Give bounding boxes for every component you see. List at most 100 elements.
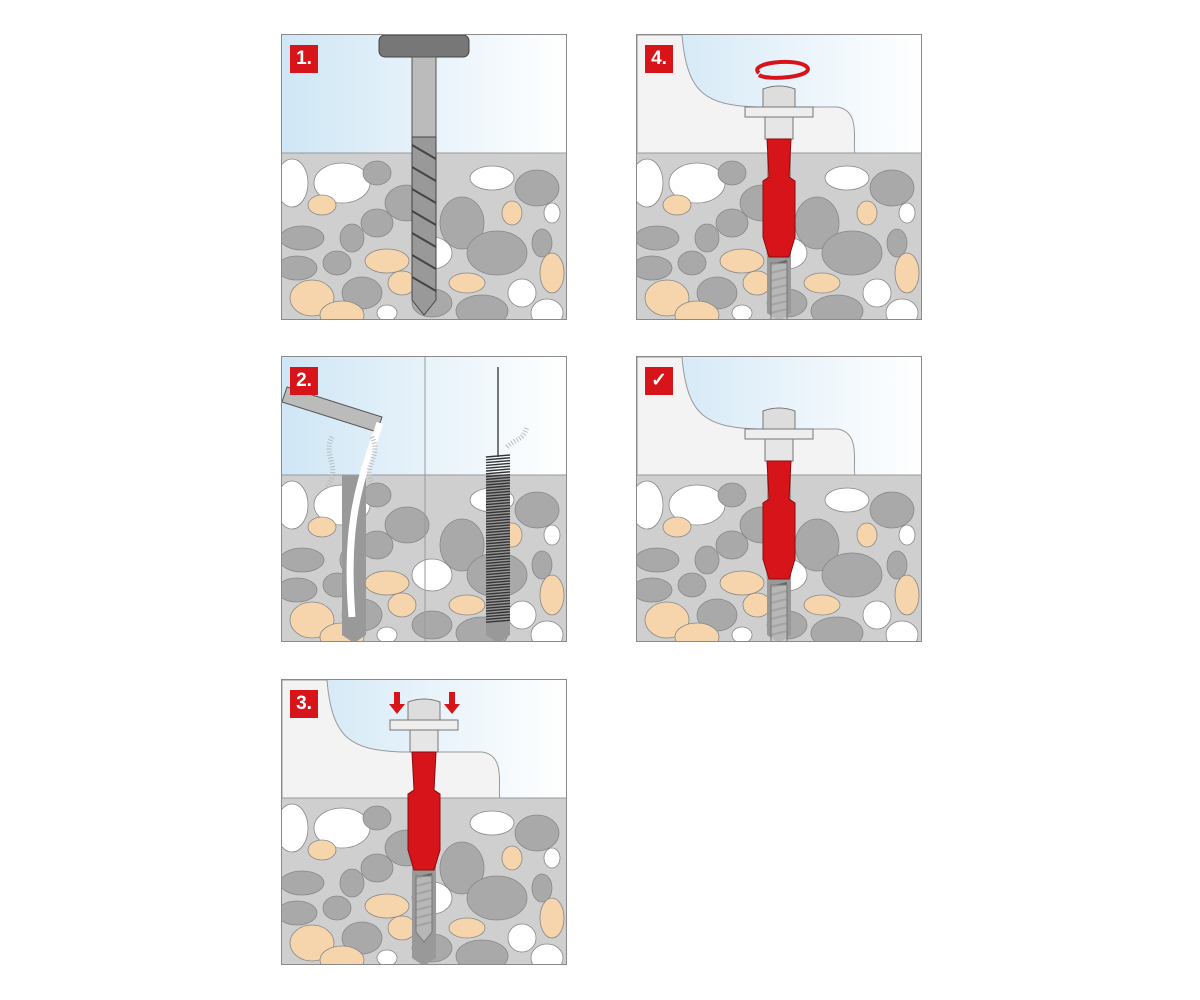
stone	[898, 202, 916, 224]
brush-bristle	[485, 594, 511, 598]
stone	[637, 225, 680, 251]
brush-bristle	[485, 571, 511, 576]
brush-bristle	[485, 504, 511, 509]
stone	[886, 550, 908, 580]
stone	[289, 924, 335, 962]
brush-bristle	[485, 555, 511, 559]
stone	[289, 601, 335, 639]
screw-shank	[409, 729, 439, 753]
stone	[824, 165, 870, 191]
brush-bristle	[485, 487, 511, 492]
brush-bristle	[485, 510, 511, 514]
stone	[530, 620, 564, 641]
stone	[282, 547, 325, 573]
brush-bristle	[485, 471, 511, 475]
stone	[894, 252, 920, 294]
checkmark-badge: ✓	[645, 367, 673, 395]
brush-bristle	[485, 524, 511, 528]
stone	[717, 160, 747, 186]
stone	[455, 939, 509, 964]
washer	[744, 428, 814, 440]
screw-tip	[415, 875, 433, 943]
stone	[674, 622, 720, 641]
drill-shank	[411, 56, 437, 138]
drill-flute	[411, 188, 437, 204]
stone	[644, 279, 690, 317]
stone	[514, 491, 560, 529]
brush-bristle	[485, 490, 511, 495]
checkmark-icon: ✓	[651, 370, 667, 391]
brush-bristle	[485, 566, 511, 570]
brush-bristle	[485, 479, 511, 483]
washer	[744, 106, 814, 118]
brush-bristle	[485, 585, 511, 590]
push-down-arrow-icon	[389, 692, 405, 714]
stone	[307, 839, 337, 861]
washer	[389, 719, 459, 731]
stone	[466, 875, 528, 921]
stone	[282, 577, 318, 603]
brush-bristle	[485, 619, 511, 623]
brush-bristle	[485, 541, 511, 545]
brush-bristle	[485, 538, 511, 542]
stone	[862, 278, 892, 308]
stone	[339, 868, 365, 898]
stone	[455, 294, 509, 319]
stone	[531, 228, 553, 258]
stone	[364, 248, 410, 274]
illustration	[282, 680, 566, 964]
brush-bristle	[485, 457, 511, 461]
brush-bristle	[485, 454, 511, 458]
screw-head	[762, 407, 796, 430]
stone	[637, 480, 664, 530]
stone	[742, 270, 772, 296]
step-2-clean-panel: 2.	[281, 356, 567, 642]
stone	[539, 574, 565, 616]
hole-tip	[486, 635, 510, 641]
brush-bristle	[485, 597, 511, 601]
step-badge: 3.	[290, 690, 318, 718]
illustration	[637, 35, 921, 319]
stone	[803, 272, 841, 294]
step-4-tighten-panel: 4.	[636, 34, 922, 320]
stone	[339, 223, 365, 253]
stone	[501, 845, 523, 871]
brush-bristle	[485, 591, 511, 595]
brush-bristle	[485, 560, 511, 565]
stone	[514, 814, 560, 852]
drill-flute	[411, 232, 437, 248]
stone	[319, 300, 365, 319]
drill-flute	[411, 144, 437, 160]
stone	[360, 208, 394, 238]
stone	[531, 550, 553, 580]
drill-flute	[411, 210, 437, 226]
stone	[362, 160, 392, 186]
stone	[715, 530, 749, 560]
stone	[466, 230, 528, 276]
brush-bristle	[485, 588, 511, 593]
stone	[448, 594, 486, 616]
stone	[411, 558, 453, 592]
illustration	[637, 357, 921, 641]
brush-bristle	[485, 580, 511, 584]
drill-flute	[411, 254, 437, 270]
brush-bristle	[485, 507, 511, 511]
brush-bristle	[485, 549, 511, 553]
stone	[507, 923, 537, 953]
stone	[439, 518, 485, 572]
brush-bristle	[485, 521, 511, 525]
brush-bristle	[485, 468, 511, 472]
stone	[886, 228, 908, 258]
stone	[543, 202, 561, 224]
brush-bristle	[485, 599, 511, 604]
stone	[387, 915, 417, 941]
brush-bristle	[485, 499, 511, 503]
stone	[531, 873, 553, 903]
stone	[637, 158, 664, 208]
stone	[360, 853, 394, 883]
stone	[364, 570, 410, 596]
stone	[364, 893, 410, 919]
brush-bristle	[485, 532, 511, 537]
stone	[869, 491, 915, 529]
stone	[514, 169, 560, 207]
